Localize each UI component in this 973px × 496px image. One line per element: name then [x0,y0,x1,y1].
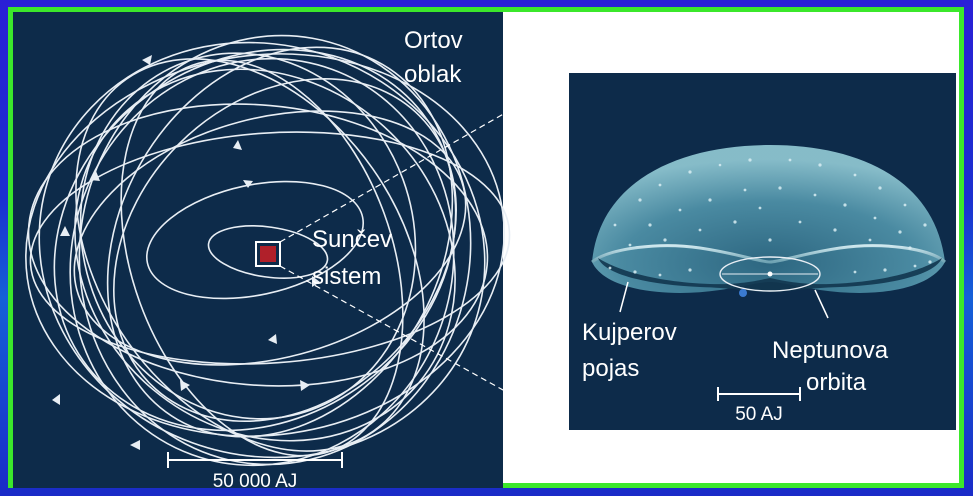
orbit-direction-arrows [52,55,320,450]
kuiper-belt-dome [591,145,947,297]
kuiper-belt-label-line2: pojas [582,355,639,382]
sun-icon [260,246,276,262]
oort-scale-bar [167,452,343,468]
neptune-orbit-ellipse [719,256,821,292]
oort-scale-label: 50 000 AJ [213,471,298,492]
kuiper-scale-label: 50 AJ [735,404,783,425]
solar-system-label-line2: sistem [312,263,381,290]
oort-cloud-label-line2: oblak [404,61,462,88]
neptune-orbit-label-line1: Neptunova [772,337,889,364]
kuiper-belt-label-line1: Kujperov [582,319,677,346]
solar-system-box [255,241,281,267]
neptune-pointer-line [814,289,829,319]
kuiper-scale-bar [717,387,801,401]
oort-cloud-label-line1: Ortov [404,27,463,54]
neptune-orbit-label-line2: orbita [806,369,867,396]
neptune-dot [739,289,747,297]
zoom-line-top [279,72,576,243]
solar-system-label-line1: Sunčev [312,226,392,253]
sun-dot [767,271,773,277]
kuiper-pointer-line [619,281,629,313]
zoom-line-bottom [279,265,576,431]
orbit-tangle [25,34,511,467]
